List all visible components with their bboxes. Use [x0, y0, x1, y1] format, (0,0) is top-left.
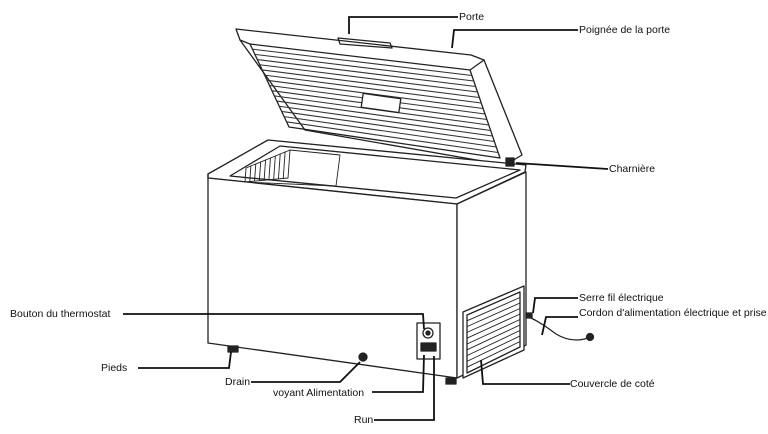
drain-plug	[358, 352, 368, 362]
label-cordon: Cordon d'alimentation électrique et pris…	[579, 307, 767, 319]
label-run: Run	[354, 414, 374, 426]
leader-lines	[123, 16, 609, 421]
power-cord	[525, 312, 595, 342]
label-thermostat: Bouton du thermostat	[10, 308, 111, 320]
label-voyant: voyant Alimentation	[273, 387, 365, 399]
label-pieds: Pieds	[101, 362, 128, 374]
door-handle	[337, 37, 393, 49]
thermostat-panel	[416, 322, 441, 360]
label-poignee: Poignée de la porte	[579, 24, 671, 36]
label-charniere: Charnière	[609, 163, 656, 175]
label-couvercle: Couvercle de coté	[570, 378, 655, 390]
label-porte: Porte	[459, 11, 485, 23]
label-drain: Drain	[225, 376, 251, 388]
wire-basket	[244, 149, 341, 187]
side-cover	[462, 285, 525, 379]
feet	[227, 345, 457, 385]
hinge	[505, 157, 515, 167]
label-serre-fil: Serre fil électrique	[579, 292, 664, 304]
lid-panel	[360, 92, 402, 114]
